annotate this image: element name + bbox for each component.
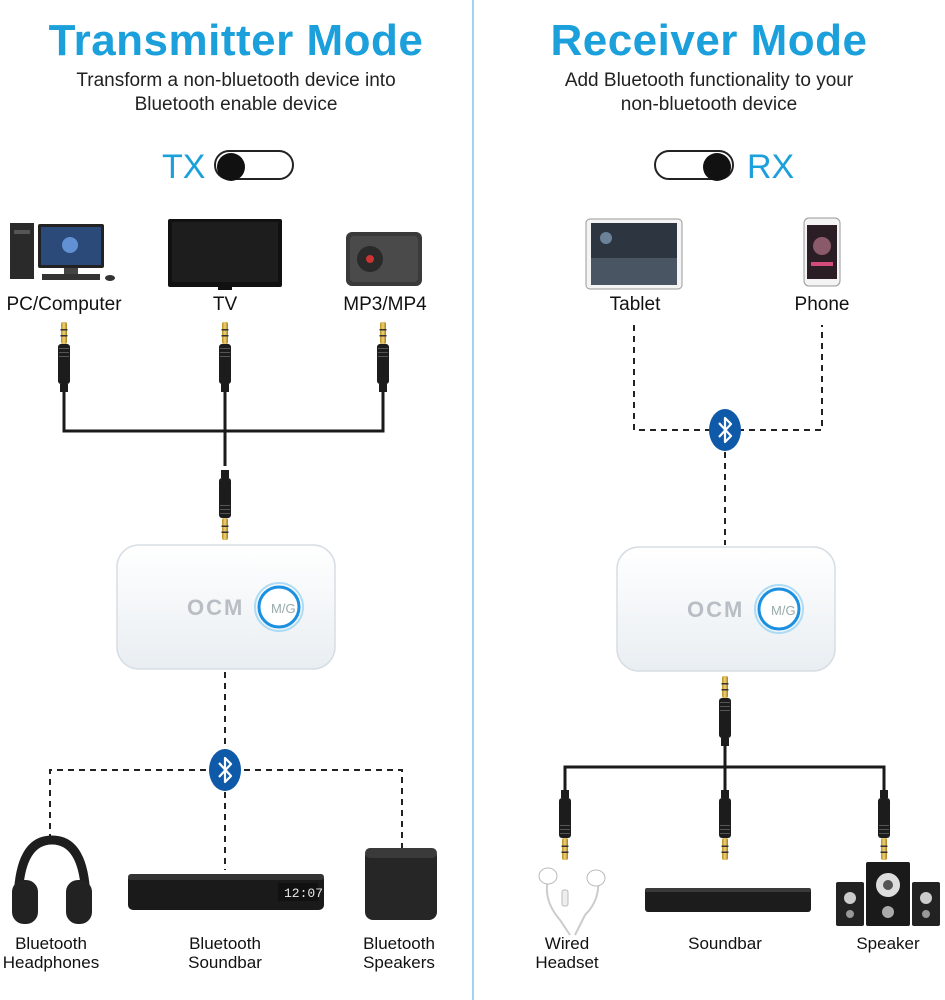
rx-label: RX [747, 148, 795, 186]
output-label-soundbar-right: Soundbar [688, 934, 762, 953]
source-label-tv: TV [212, 294, 238, 315]
source-label-tablet: Tablet [609, 294, 661, 315]
speaker-system-icon [836, 862, 940, 926]
source-label-mp3: MP3/MP4 [343, 294, 427, 315]
rx-toggle-knob [703, 153, 731, 181]
tx-toggle-knob [217, 153, 245, 181]
speaker-icon [365, 848, 437, 920]
receiver-subtitle-1: Add Bluetooth functionality to your [564, 70, 854, 91]
output-label-speaker: Speaker [856, 934, 920, 953]
mp3-player-icon [346, 232, 422, 286]
tx-label: TX [162, 148, 206, 186]
receiver-subtitle-2: non-bluetooth device [620, 94, 798, 115]
phone-icon [803, 217, 841, 287]
output-label-speakers: Bluetooth Speakers [363, 934, 435, 972]
earphones-icon [538, 867, 606, 936]
rx-toggle[interactable] [654, 150, 734, 181]
output-label-wired-headset: Wired Headset [535, 934, 599, 972]
tx-toggle[interactable] [214, 150, 294, 181]
soundbar-icon-right [645, 888, 811, 912]
computer-icon [10, 223, 115, 281]
source-label-pc: PC/Computer [6, 294, 122, 315]
transmitter-subtitle-2: Bluetooth enable device [134, 94, 338, 115]
transmitter-title: Transmitter Mode [48, 16, 424, 65]
receiver-title: Receiver Mode [550, 16, 868, 65]
soundbar-icon: 12:07 [128, 874, 324, 910]
tv-icon [168, 219, 282, 290]
tablet-icon [585, 218, 683, 290]
output-label-headphones: Bluetooth Headphones [2, 934, 100, 972]
headphones-icon [12, 835, 92, 924]
transmitter-subtitle-1: Transform a non-bluetooth device into [76, 70, 396, 91]
soundbar-clock: 12:07 [284, 886, 323, 901]
center-divider [472, 0, 474, 1000]
output-label-soundbar: Bluetooth Soundbar [188, 934, 262, 972]
source-label-phone: Phone [794, 294, 850, 315]
